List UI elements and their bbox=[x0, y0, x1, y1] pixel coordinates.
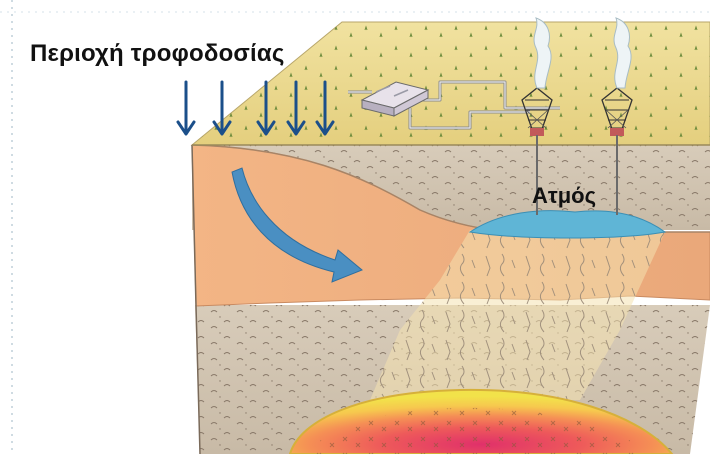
steam-label: Ατμός bbox=[532, 183, 596, 209]
recharge-area-label: Περιοχή τροφοδοσίας bbox=[30, 40, 285, 68]
recharge-arrow-icon bbox=[214, 82, 230, 134]
recharge-arrow-icon bbox=[178, 82, 194, 134]
